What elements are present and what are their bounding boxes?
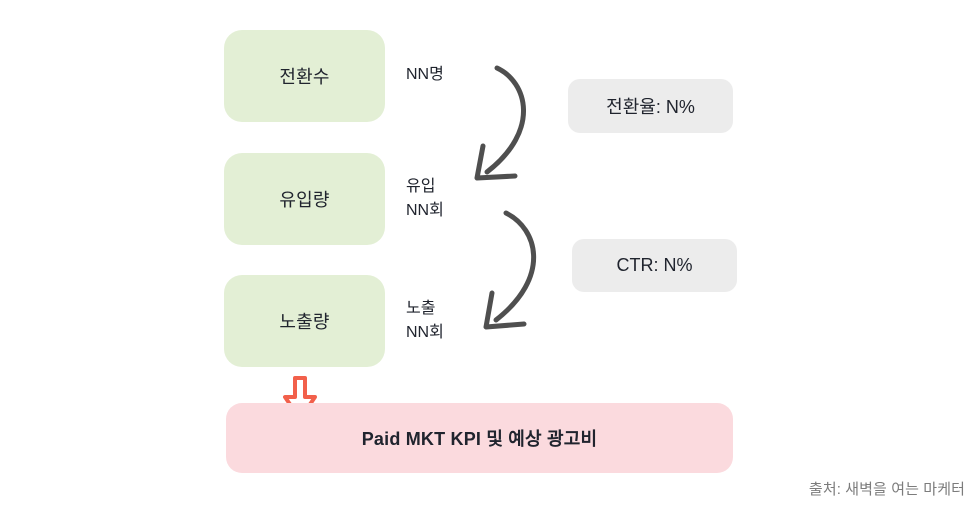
metric-impressions: 노출 NN회 xyxy=(406,297,444,345)
curved-arrow-icon xyxy=(483,210,537,330)
metric-conversions: NN명 xyxy=(406,63,444,87)
stage-label-inflow: 유입량 xyxy=(279,190,330,210)
stage-box-conversions: 전환수 xyxy=(224,30,385,122)
metric-line: 유입 xyxy=(406,178,436,195)
result-label: Paid MKT KPI 및 예상 광고비 xyxy=(361,429,598,449)
stage-box-impressions: 노출량 xyxy=(224,275,385,367)
metric-line: NN회 xyxy=(406,324,444,341)
metric-line: NN명 xyxy=(406,66,444,83)
metric-inflow: 유입 NN회 xyxy=(406,175,444,223)
rate-label-conversion-rate: 전환율: N% xyxy=(606,97,695,117)
source-caption: 출처: 새벽을 여는 마케터 xyxy=(808,481,965,498)
stage-label-impressions: 노출량 xyxy=(279,312,330,332)
result-box: Paid MKT KPI 및 예상 광고비 xyxy=(226,403,733,473)
metric-line: 노출 xyxy=(406,300,436,317)
rate-label-ctr: CTR: N% xyxy=(616,255,693,275)
curved-arrow-icon xyxy=(474,65,526,181)
rate-box-ctr: CTR: N% xyxy=(572,239,737,292)
stage-label-conversions: 전환수 xyxy=(279,67,330,87)
rate-box-conversion-rate: 전환율: N% xyxy=(568,79,733,133)
metric-line: NN회 xyxy=(406,202,444,219)
stage-box-inflow: 유입량 xyxy=(224,153,385,245)
